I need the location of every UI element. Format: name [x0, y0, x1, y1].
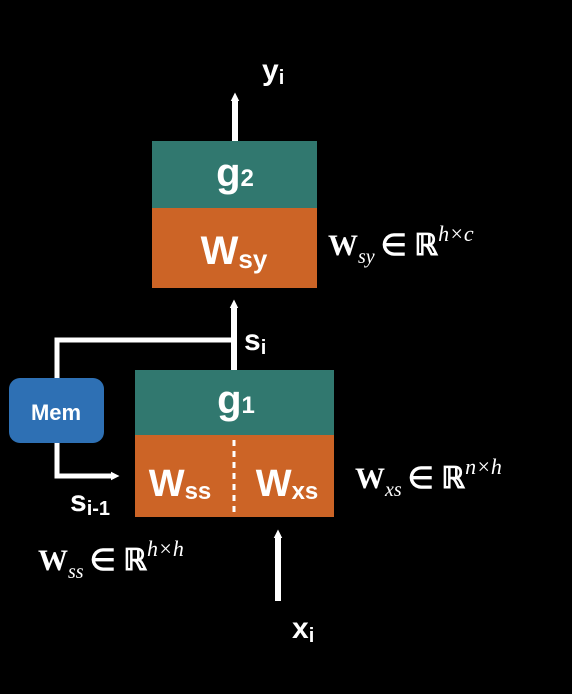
w-sy-equation: Wsy∈ ℝh×c [328, 221, 474, 268]
recurrent-loop-line [54, 337, 234, 378]
w-sy-label: Wsy [201, 229, 268, 274]
g2-label: g2 [216, 151, 254, 195]
g1-label: g1 [217, 378, 255, 422]
w-xs-equation: Wxs∈ ℝn×h [355, 454, 502, 501]
w-sy-weight-box [152, 208, 317, 288]
w-xs-label: Wxs [256, 463, 319, 505]
w-ss-equation: Wss∈ ℝh×h [38, 536, 184, 583]
g2-activation-box [152, 141, 317, 208]
output-signal-label: yi [262, 54, 284, 89]
prev-state-signal-label: si-1 [70, 485, 110, 520]
memory-to-cell-arrow [54, 443, 120, 481]
memory-label: Mem [31, 400, 81, 425]
state-signal-label: si [244, 324, 266, 359]
memory-box [9, 378, 104, 443]
w-ss-label: Wss [149, 463, 212, 505]
g1-activation-box [135, 370, 334, 435]
input-signal-label: xi [292, 612, 314, 647]
